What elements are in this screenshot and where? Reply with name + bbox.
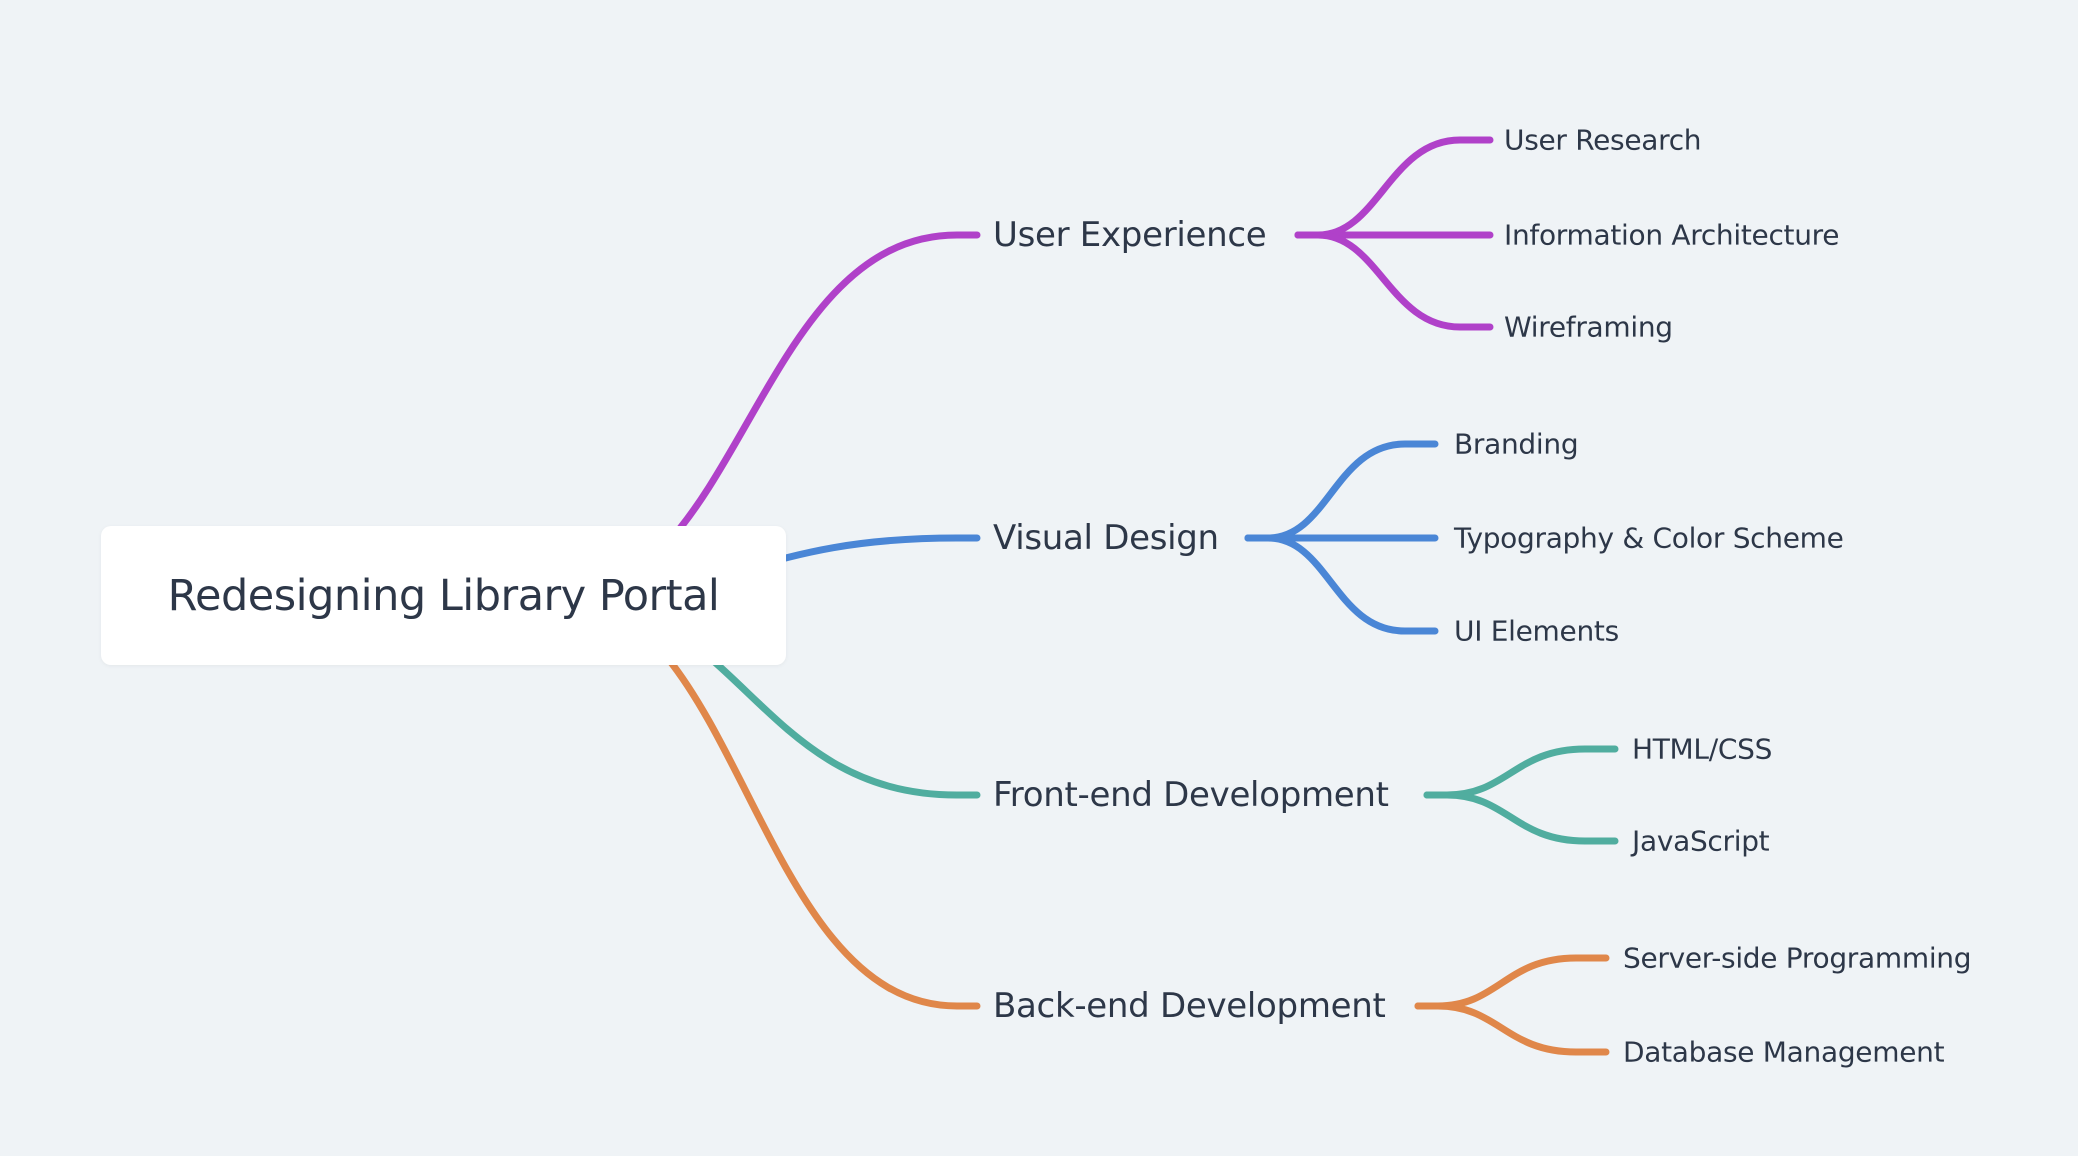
- root-node[interactable]: Redesigning Library Portal: [101, 526, 786, 665]
- child-link: [1414, 1002, 1610, 1056]
- child-node[interactable]: Server-side Programming: [1623, 941, 1972, 975]
- child-node[interactable]: Branding: [1454, 427, 1579, 461]
- child-link: [1423, 791, 1619, 845]
- child-node[interactable]: UI Elements: [1454, 614, 1619, 648]
- branch-node[interactable]: Back-end Development: [993, 986, 1386, 1026]
- child-link: [1294, 136, 1494, 239]
- child-node[interactable]: User Research: [1504, 123, 1702, 157]
- child-node[interactable]: Typography & Color Scheme: [1454, 521, 1844, 555]
- child-node[interactable]: Database Management: [1623, 1035, 1945, 1069]
- child-link: [1294, 231, 1494, 331]
- child-link: [1244, 534, 1439, 635]
- child-link: [1244, 440, 1439, 542]
- child-link: [1414, 954, 1610, 1010]
- root-label: Redesigning Library Portal: [167, 570, 720, 621]
- child-node[interactable]: HTML/CSS: [1632, 732, 1773, 766]
- child-link: [1423, 745, 1619, 799]
- child-node[interactable]: Information Architecture: [1504, 218, 1840, 252]
- child-node[interactable]: JavaScript: [1632, 824, 1770, 858]
- branch-node[interactable]: Visual Design: [993, 518, 1219, 558]
- branch-node[interactable]: Front-end Development: [993, 775, 1389, 815]
- branch-node[interactable]: User Experience: [993, 215, 1267, 255]
- child-node[interactable]: Wireframing: [1504, 310, 1673, 344]
